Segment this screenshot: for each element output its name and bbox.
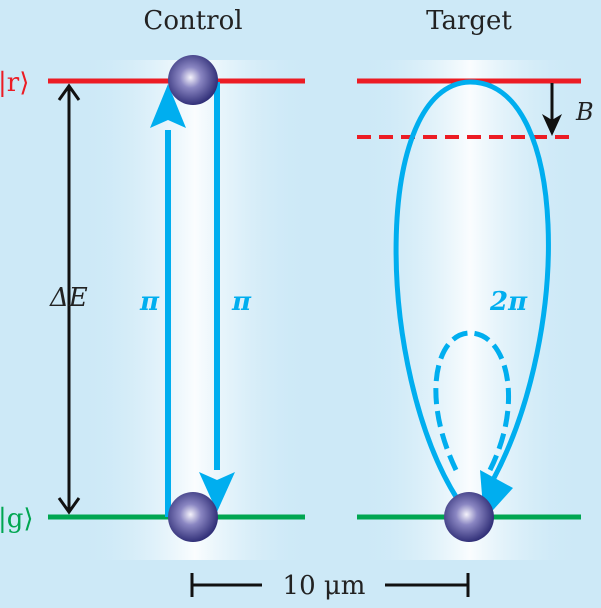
scale-bar-label: 10 μm	[283, 571, 366, 601]
pi-label-down: π	[231, 287, 252, 317]
ground-state-label: |g⟩	[0, 504, 34, 534]
blockade-shift-arrow	[542, 83, 562, 136]
scale-bar	[190, 573, 470, 597]
control-atom-rydberg	[168, 55, 218, 105]
control-title: Control	[143, 6, 242, 36]
control-glow	[80, 60, 310, 560]
energy-gap-label: ΔE	[49, 283, 88, 313]
rydberg-state-label: |r⟩	[0, 68, 29, 98]
target-title: Target	[426, 6, 512, 36]
blockade-shift-label: B	[575, 98, 594, 126]
control-pi-pulse-up	[150, 84, 186, 517]
target-2pi-loop	[393, 79, 551, 502]
control-atom-ground	[168, 492, 218, 542]
control-pi-pulse-down	[199, 82, 235, 512]
target-atom-ground	[444, 492, 494, 542]
two-pi-label: 2π	[489, 287, 528, 317]
energy-gap-arrow	[57, 83, 81, 515]
pi-label-up: π	[139, 287, 160, 317]
